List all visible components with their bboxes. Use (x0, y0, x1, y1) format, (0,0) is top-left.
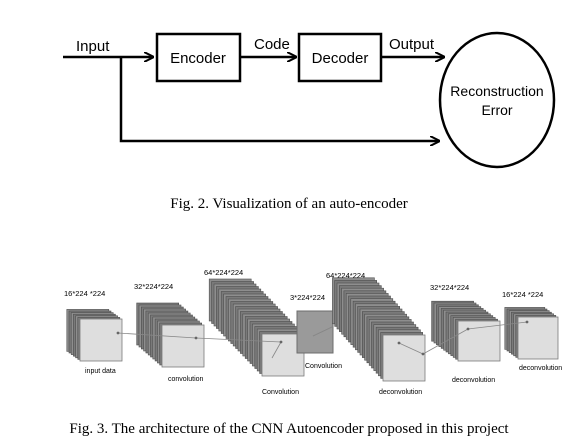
feature-map-front (457, 320, 501, 362)
decoder-box (297, 32, 383, 83)
connection-dot (525, 320, 529, 324)
feature-map-front (161, 324, 205, 368)
connection-line (312, 326, 333, 337)
block-dims-label: 16*224 *224 (64, 289, 105, 298)
block-name-label: deconvolution (452, 377, 495, 384)
connection-dot (116, 331, 120, 335)
block-dims-label: 16*224 *224 (502, 290, 543, 299)
block-name-label: convolution (168, 376, 204, 383)
error-label-line1: Reconstruction (450, 83, 543, 99)
block-dims-label: 32*224*224 (134, 282, 173, 291)
fig2-caption: Fig. 2. Visualization of an auto-encoder (170, 196, 408, 212)
connection-dot (397, 341, 401, 345)
error-label-line2: Error (481, 102, 512, 118)
connection-line (422, 328, 469, 355)
connection-line (271, 341, 282, 359)
block-name-label: input data (85, 368, 116, 375)
connection-dot (279, 340, 283, 344)
block-name-label: deconvolution (519, 365, 562, 372)
input-label: Input (76, 38, 110, 55)
connection-line (117, 332, 197, 339)
fig3-caption: Fig. 3. The architecture of the CNN Auto… (69, 421, 509, 437)
connection-dot (466, 327, 470, 331)
block-dims-label: 3*224*224 (290, 293, 325, 302)
encoder-box (155, 32, 242, 83)
skip-connection-line (119, 57, 439, 141)
connection-dot (194, 336, 198, 340)
code-label: Code (254, 36, 290, 53)
connection-line (195, 337, 282, 343)
block-dims-label: 32*224*224 (430, 283, 469, 292)
connection-line (467, 321, 528, 330)
feature-map-front (382, 334, 426, 382)
feature-map-front (517, 316, 559, 360)
bottleneck-block (296, 310, 334, 354)
decoder-label: Decoder (312, 50, 369, 67)
connection-dot (421, 352, 425, 356)
block-name-label: deconvolution (379, 389, 422, 396)
block-name-label: Convolution (305, 363, 342, 370)
block-dims-label: 64*224*224 (204, 268, 243, 277)
encoder-label: Encoder (170, 50, 226, 67)
connection-line (398, 342, 424, 355)
output-label: Output (389, 36, 435, 53)
feature-map-front (79, 318, 123, 362)
block-name-label: Convolution (262, 389, 299, 396)
block-dims-label: 64*224*224 (326, 271, 365, 280)
reconstruction-error-ellipse (438, 31, 556, 169)
